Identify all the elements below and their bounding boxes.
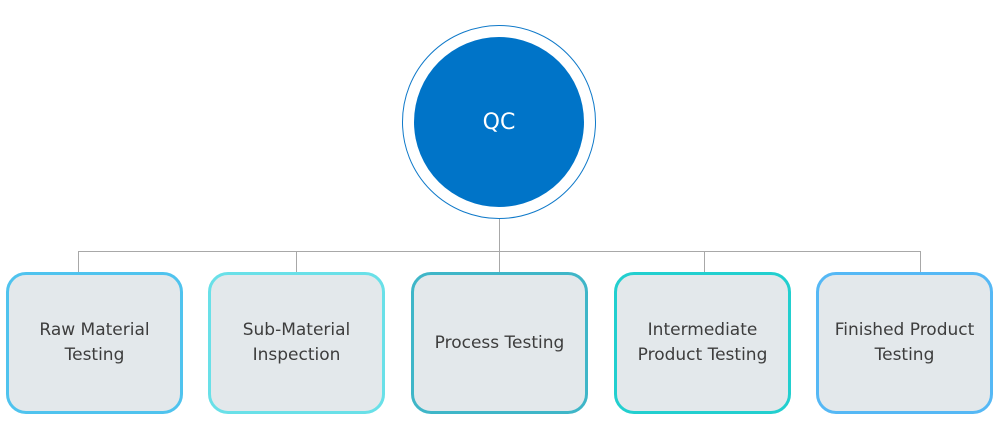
node-label: Sub-Material Inspection — [242, 320, 351, 365]
root-node-ring — [402, 25, 596, 219]
root-node-label: QC — [482, 109, 516, 135]
root-connector — [499, 219, 500, 252]
node-label: Raw Material Testing — [39, 320, 150, 365]
child-connector — [704, 251, 705, 272]
node-process-testing[interactable]: Process Testing — [411, 272, 588, 414]
child-connector — [499, 251, 500, 272]
root-node-qc[interactable]: QC — [414, 37, 584, 207]
node-sub-material-inspection[interactable]: Sub-Material Inspection — [208, 272, 385, 414]
node-finished-product-testing[interactable]: Finished Product Testing — [816, 272, 993, 414]
node-label: Process Testing — [434, 332, 565, 353]
child-connector — [78, 251, 79, 272]
node-label: Finished Product Testing — [834, 320, 975, 365]
node-intermediate-product-testing[interactable]: Intermediate Product Testing — [614, 272, 791, 414]
node-label: Intermediate Product Testing — [637, 320, 768, 365]
child-connector — [920, 251, 921, 272]
child-connector — [296, 251, 297, 272]
node-raw-material-testing[interactable]: Raw Material Testing — [6, 272, 183, 414]
